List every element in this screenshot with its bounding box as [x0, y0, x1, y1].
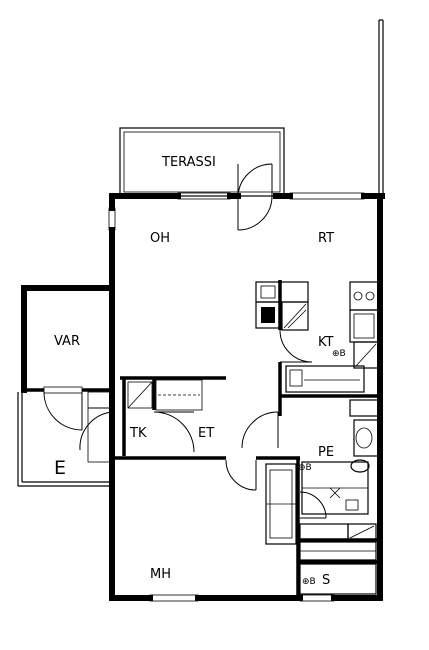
kitchen-outlet-mark: ⊕B: [332, 349, 346, 359]
hall-doors: [225, 329, 313, 491]
kitchen-fixtures: [255, 281, 379, 393]
terrace-outline: [119, 127, 285, 197]
bedroom-fixtures: [265, 463, 377, 595]
bath-outlet-mark: ⊕B: [298, 463, 312, 473]
terrace-label: TERASSI: [161, 155, 216, 170]
entrance-area: [17, 391, 113, 487]
closet-fixtures: [127, 379, 203, 453]
sauna-label: S: [322, 573, 330, 588]
interior-walls: [112, 280, 380, 598]
terrace-pole: [378, 19, 384, 195]
living-room-label: OH: [150, 231, 170, 246]
kitchen-label: KT: [318, 335, 334, 350]
storage-label: VAR: [54, 334, 80, 349]
terrace-door: [237, 163, 273, 231]
entrance-label: E: [54, 457, 66, 479]
sauna-outlet-mark: ⊕B: [302, 577, 316, 587]
dining-room-label: RT: [318, 231, 334, 246]
bedroom-label: MH: [150, 567, 171, 582]
closet-label: TK: [129, 426, 147, 441]
bathroom-label: PE: [318, 445, 334, 460]
entry-hall-label: ET: [198, 426, 214, 441]
bathroom-fixtures: [299, 399, 379, 519]
storage-room: [21, 285, 115, 394]
